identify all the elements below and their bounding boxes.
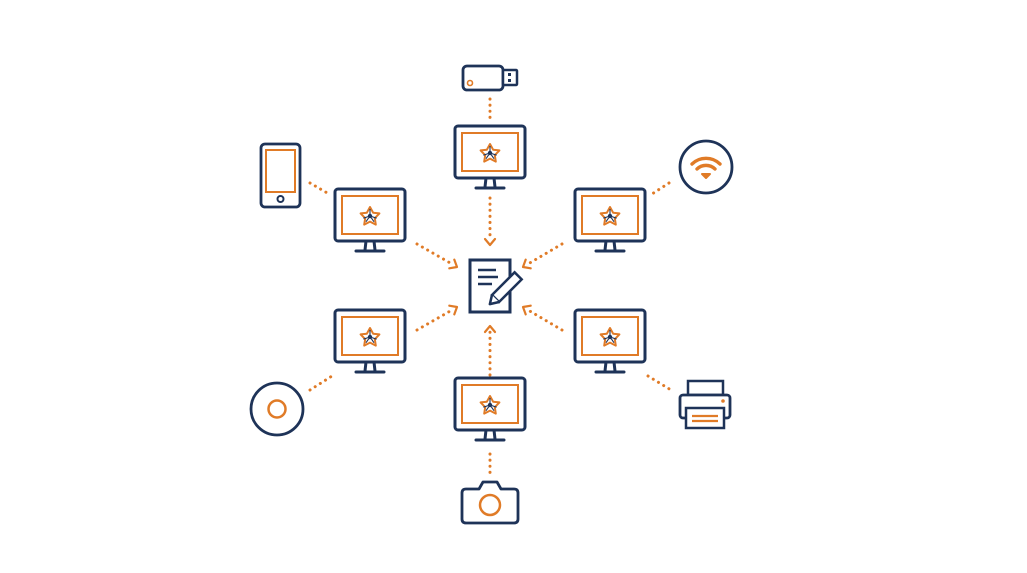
- link-wifi-to-computer: [650, 181, 671, 196]
- computer-lower-left: [335, 310, 405, 372]
- link-disc-to-computer: [308, 374, 334, 392]
- computer-top: [455, 126, 525, 188]
- device-links: [308, 97, 673, 478]
- arrow-upper-right: [526, 242, 564, 266]
- link-tablet-to-computer: [308, 181, 331, 196]
- tablet-icon: [259, 142, 302, 209]
- devices: [249, 64, 734, 525]
- printer-icon: [678, 379, 732, 430]
- arrow-lower-left: [415, 308, 454, 332]
- optical-disc-icon: [249, 381, 305, 437]
- policy-document-icon: [468, 258, 524, 314]
- policy-arrows: [415, 196, 564, 377]
- computer-bottom: [455, 378, 525, 440]
- computer-lower-right: [575, 310, 645, 372]
- computer-upper-right: [575, 189, 645, 251]
- link-printer-to-computer: [646, 374, 673, 392]
- wifi-icon: [678, 139, 734, 195]
- computer-upper-left: [335, 189, 405, 251]
- camera-icon: [460, 480, 520, 525]
- usb-drive-icon: [461, 64, 519, 92]
- arrow-lower-right: [526, 308, 564, 332]
- arrow-upper-left: [415, 242, 454, 266]
